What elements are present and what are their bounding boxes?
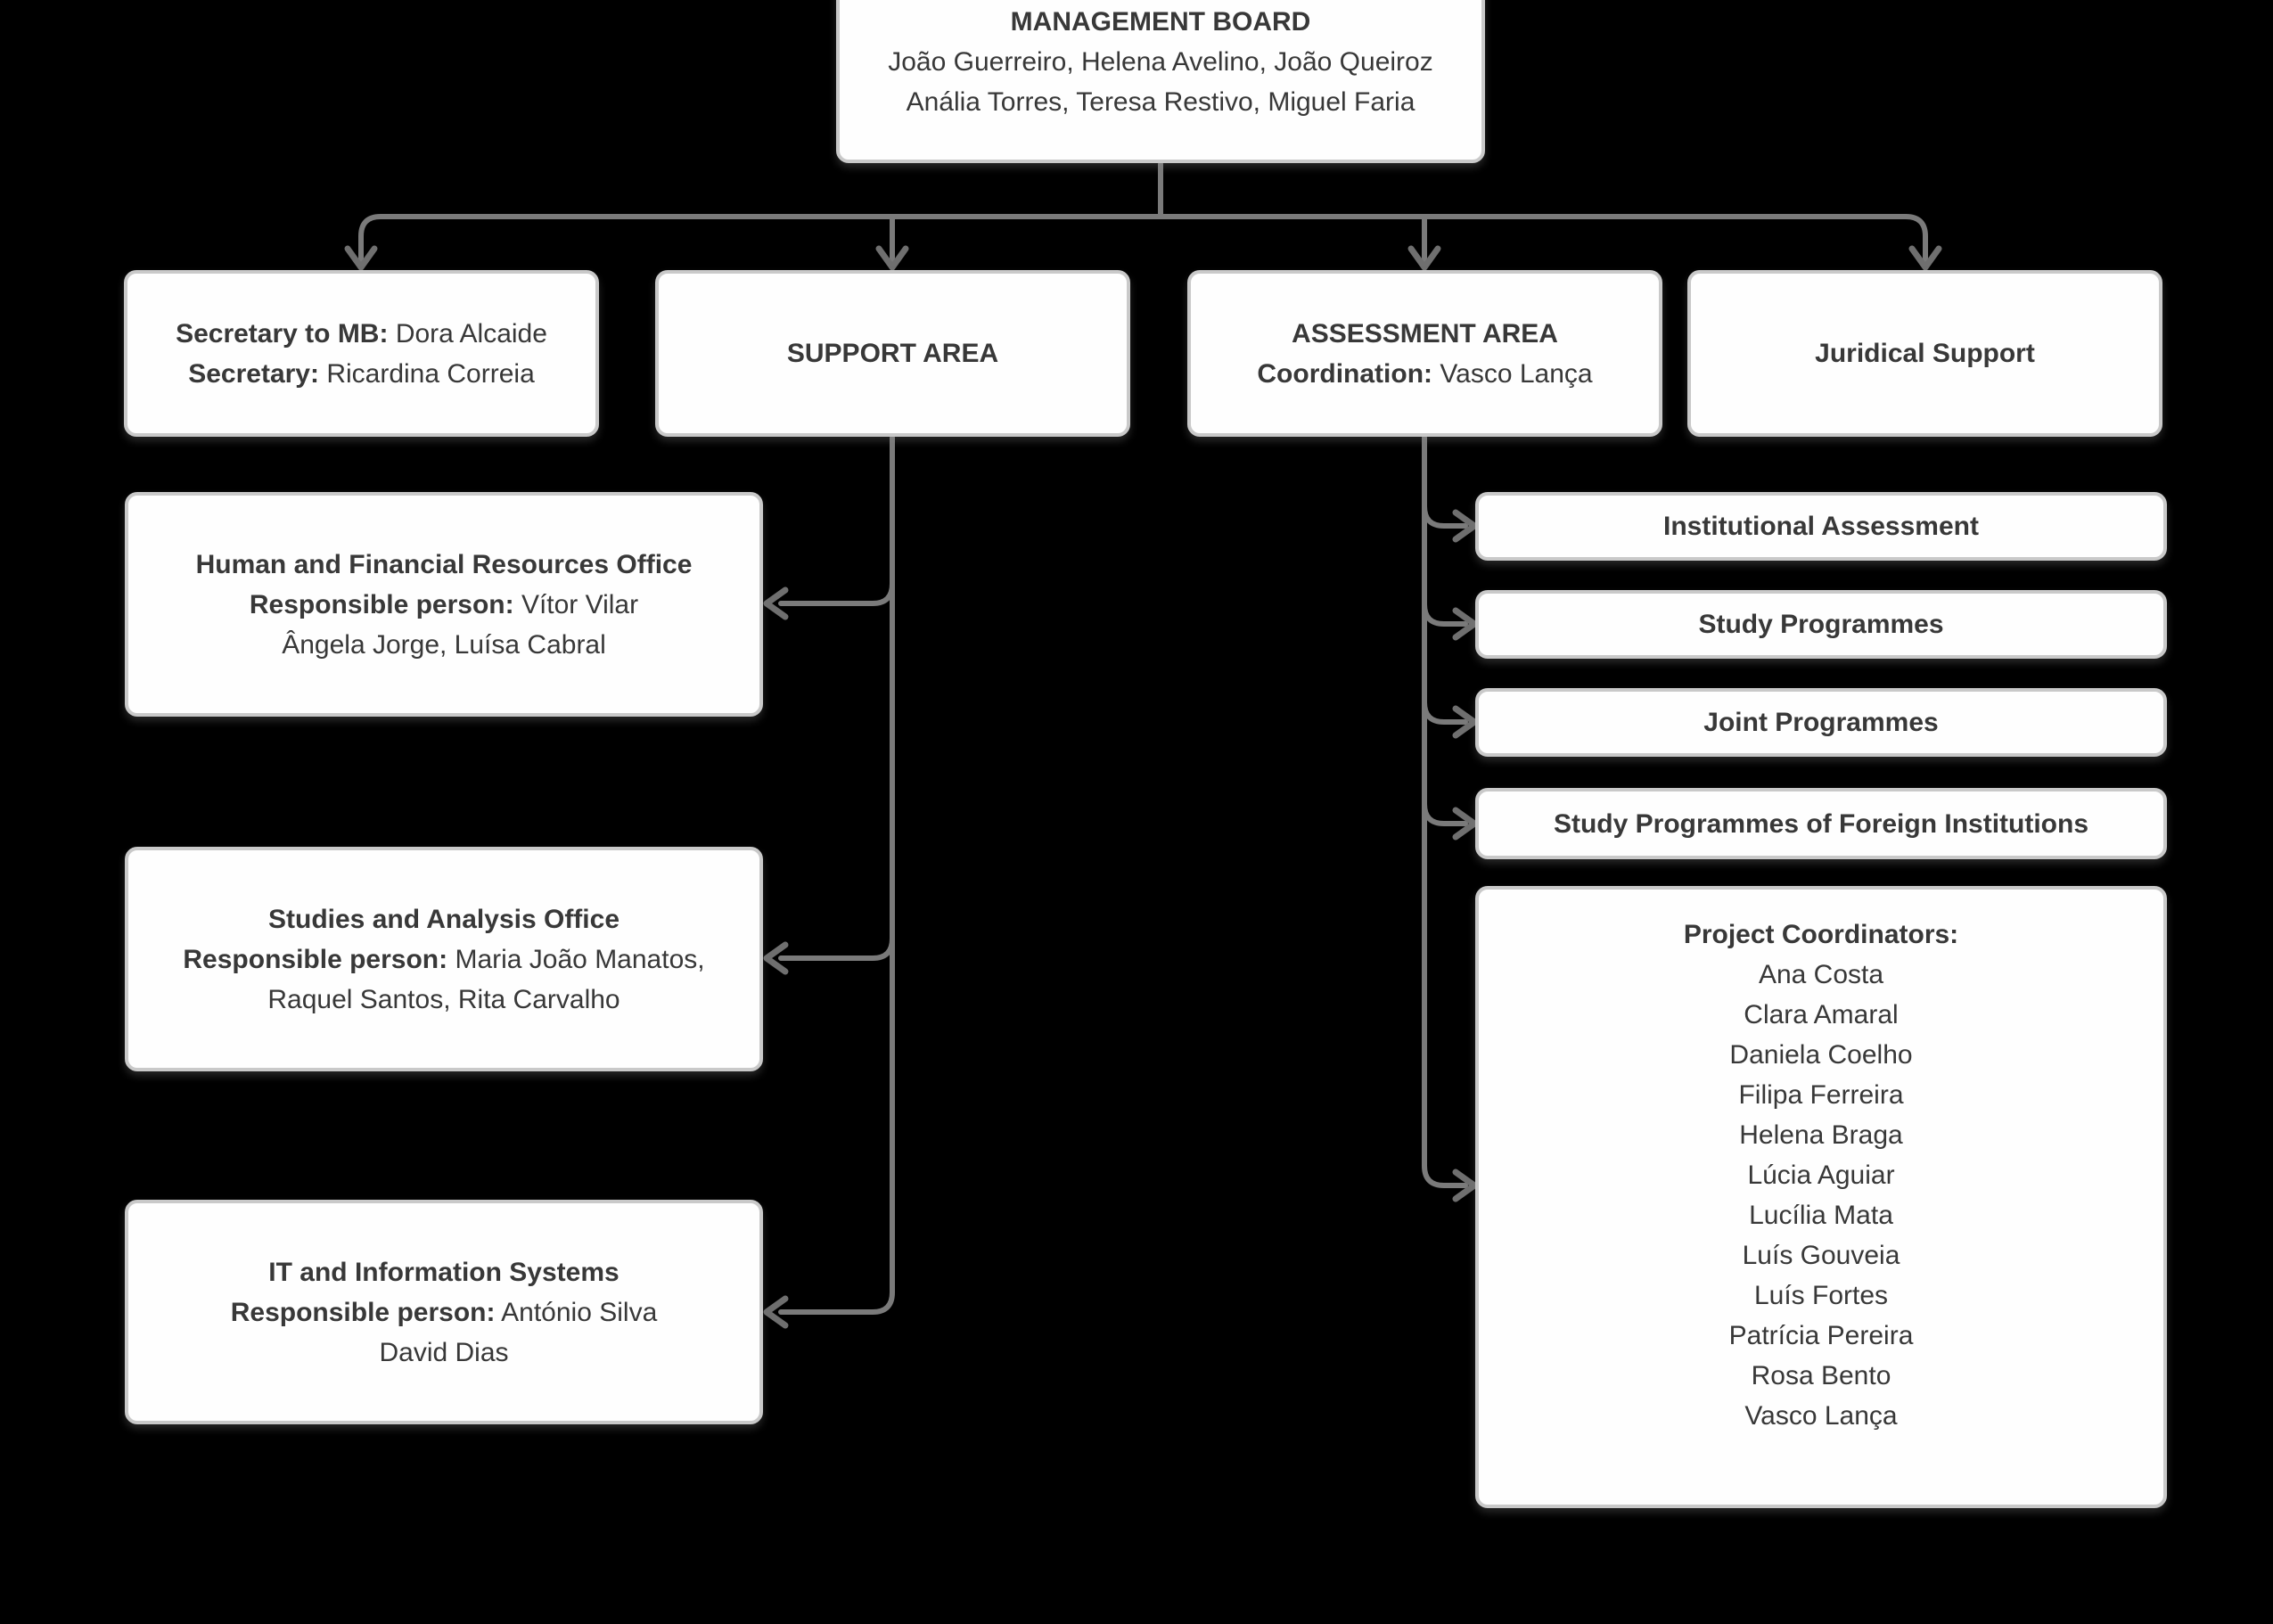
assessment-area-coordination: Coordination: Vasco Lança xyxy=(1257,358,1593,389)
management-board-members: Anália Torres, Teresa Restivo, Miguel Fa… xyxy=(906,86,1415,117)
it-office-title: IT and Information Systems xyxy=(268,1257,620,1287)
arrow-right-icon xyxy=(1452,705,1478,739)
node-juridical-support: Juridical Support xyxy=(1687,270,2162,437)
coordinator-name: Lucília Mata xyxy=(1749,1201,1893,1230)
juridical-support-title: Juridical Support xyxy=(1815,339,2035,368)
arrow-left-icon xyxy=(763,586,789,620)
node-it-office: IT and Information Systems Responsible p… xyxy=(125,1200,763,1424)
management-board-members: João Guerreiro, Helena Avelino, João Que… xyxy=(888,46,1433,77)
studies-office-title: Studies and Analysis Office xyxy=(268,904,620,934)
arrow-down-icon xyxy=(1908,245,1942,271)
studies-office-staff: Raquel Santos, Rita Carvalho xyxy=(267,984,620,1014)
it-office-staff: David Dias xyxy=(379,1337,509,1367)
node-institutional-assessment: Institutional Assessment xyxy=(1475,492,2167,561)
studies-office-responsible: Responsible person: Maria João Manatos, xyxy=(183,944,705,974)
management-board-title: MANAGEMENT BOARD xyxy=(1010,6,1311,37)
coordinator-name: Filipa Ferreira xyxy=(1738,1080,1904,1110)
support-area-title: SUPPORT AREA xyxy=(786,339,999,368)
coordinator-name: Clara Amaral xyxy=(1744,1000,1899,1029)
arrow-right-icon xyxy=(1452,807,1478,841)
node-studies-office: Studies and Analysis Office Responsible … xyxy=(125,847,763,1071)
arrow-right-icon xyxy=(1452,1169,1478,1202)
it-office-responsible: Responsible person: António Silva xyxy=(230,1297,658,1327)
project-coordinators-title: Project Coordinators: xyxy=(1683,920,1959,949)
node-assessment-area: ASSESSMENT AREA Coordination: Vasco Lanç… xyxy=(1187,270,1662,437)
node-secretary: Secretary to MB: Dora Alcaide Secretary:… xyxy=(124,270,599,437)
arrow-down-icon xyxy=(875,245,909,271)
assessment-area-title: ASSESSMENT AREA xyxy=(1292,318,1558,349)
hr-office-responsible: Responsible person: Vítor Vilar xyxy=(249,589,639,619)
coordinator-name: Ana Costa xyxy=(1758,960,1884,989)
arrowhead-icons xyxy=(344,245,1942,1329)
joint-programmes-title: Joint Programmes xyxy=(1703,708,1939,737)
node-project-coordinators: Project Coordinators: Ana Costa Clara Am… xyxy=(1475,886,2167,1508)
secretary-line: Secretary to MB: Dora Alcaide xyxy=(176,318,547,349)
study-programmes-title: Study Programmes xyxy=(1698,610,1944,639)
arrow-left-icon xyxy=(763,1295,789,1329)
node-support-area: SUPPORT AREA xyxy=(655,270,1130,437)
node-study-programmes: Study Programmes xyxy=(1475,590,2167,659)
coordinator-name: Luís Fortes xyxy=(1753,1281,1889,1310)
coordinator-name: Vasco Lança xyxy=(1744,1401,1898,1431)
coordinator-name: Rosa Bento xyxy=(1751,1361,1891,1390)
connector-paths xyxy=(358,161,1928,1315)
node-management-board: MANAGEMENT BOARD João Guerreiro, Helena … xyxy=(836,0,1485,163)
arrow-right-icon xyxy=(1452,607,1478,641)
arrow-down-icon xyxy=(344,245,378,271)
arrow-down-icon xyxy=(1407,245,1441,271)
node-hr-office: Human and Financial Resources Office Res… xyxy=(125,492,763,717)
coordinator-name: Luís Gouveia xyxy=(1742,1241,1900,1270)
coordinator-name: Patrícia Pereira xyxy=(1728,1321,1914,1350)
foreign-programmes-title: Study Programmes of Foreign Institutions xyxy=(1553,808,2089,839)
coordinator-name: Daniela Coelho xyxy=(1729,1040,1913,1070)
arrow-right-icon xyxy=(1452,509,1478,543)
node-joint-programmes: Joint Programmes xyxy=(1475,688,2167,757)
arrow-left-icon xyxy=(763,941,789,975)
coordinator-name: Lúcia Aguiar xyxy=(1747,1161,1895,1190)
hr-office-staff: Ângela Jorge, Luísa Cabral xyxy=(282,629,606,660)
hr-office-title: Human and Financial Resources Office xyxy=(195,549,693,579)
institutional-assessment-title: Institutional Assessment xyxy=(1663,512,1979,541)
node-foreign-programmes: Study Programmes of Foreign Institutions xyxy=(1475,788,2167,859)
coordinator-name: Helena Braga xyxy=(1739,1120,1903,1150)
secretary-line: Secretary: Ricardina Correia xyxy=(188,358,535,389)
